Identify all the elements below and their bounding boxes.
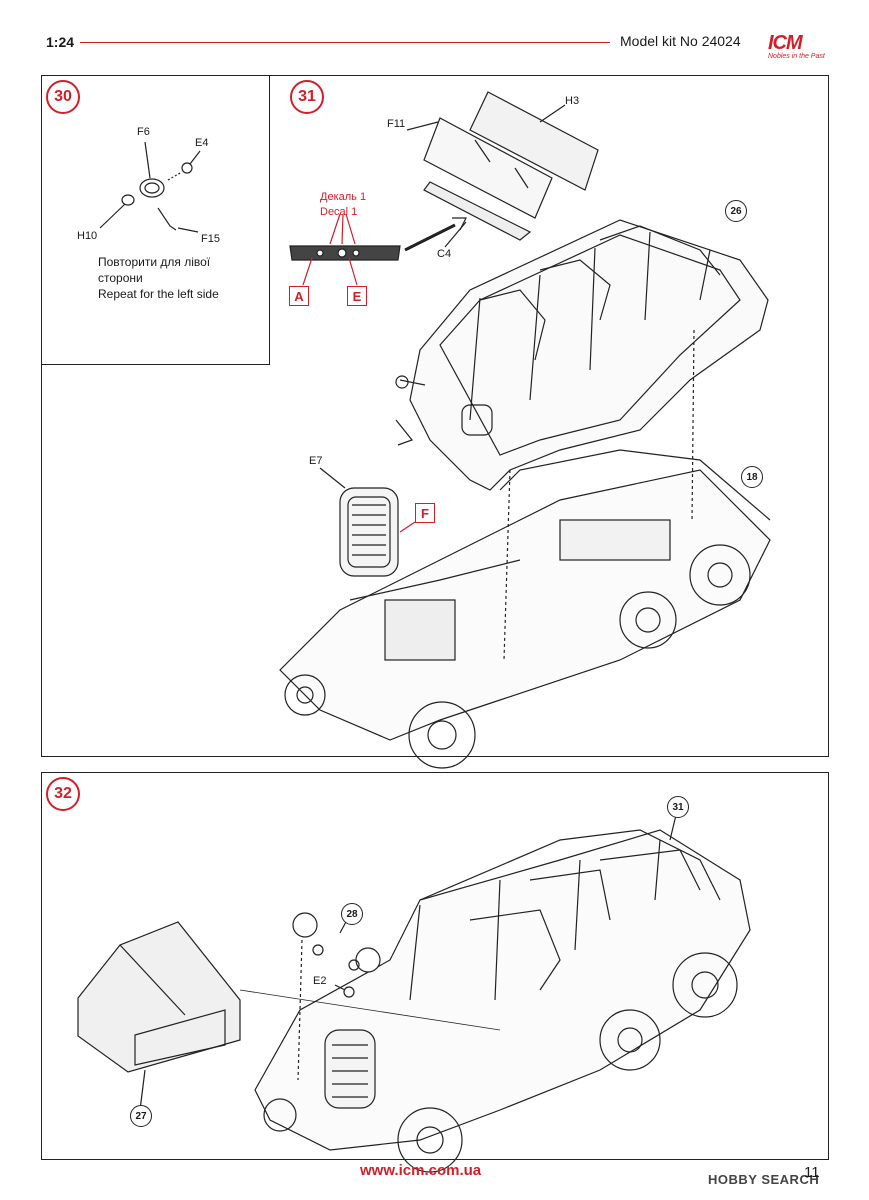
part-label-h3: H3 <box>565 95 580 107</box>
repeat-note-ua: Повторити для лівої сторони <box>98 255 211 285</box>
part-label-f11: F11 <box>387 118 406 130</box>
repeat-note-en: Repeat for the left side <box>98 287 219 301</box>
ref-step-28: 28 <box>341 903 363 925</box>
part-label-c4: C4 <box>437 248 452 260</box>
decal-label-ua: Декаль 1 <box>320 191 367 203</box>
ref-step-27: 27 <box>130 1105 152 1127</box>
step-30-panel <box>41 75 270 365</box>
header-rule <box>80 42 610 43</box>
part-label-h10: H10 <box>77 230 98 242</box>
brand-logo: ICM Nobles in the Past <box>768 32 828 60</box>
decal-label-en: Decal 1 <box>320 206 358 218</box>
step-30-lamp-drawing <box>99 141 201 233</box>
part-label-e7: E7 <box>309 455 323 467</box>
grille-drawing <box>319 467 416 577</box>
part-label-f6: F6 <box>137 126 150 138</box>
repeat-note: Повторити для лівої сторони Repeat for t… <box>98 254 258 302</box>
step-32-badge: 32 <box>46 777 80 811</box>
watermark: HOBBY SEARCH <box>708 1172 820 1187</box>
color-code-e: E <box>347 286 367 306</box>
color-code-a: A <box>289 286 309 306</box>
chassis-drawing <box>279 329 771 769</box>
color-code-f: F <box>415 503 435 523</box>
brand-tagline: Nobles in the Past <box>768 53 825 60</box>
kit-number: Model kit No 24024 <box>620 33 741 49</box>
footer-url[interactable]: www.icm.com.ua <box>360 1162 482 1179</box>
ref-step-26: 26 <box>725 200 747 222</box>
part-label-f15: F15 <box>201 233 220 245</box>
body-tub-drawing <box>395 219 769 491</box>
step-30-badge: 30 <box>46 80 80 114</box>
page-number: 11 <box>804 1164 820 1181</box>
ref-step-31: 31 <box>667 796 689 818</box>
part-label-e4: E4 <box>195 137 209 149</box>
step-31-badge: 31 <box>290 80 324 114</box>
dashboard-drawing <box>289 213 467 286</box>
brand-name: ICM <box>768 32 803 54</box>
part-label-e2: E2 <box>313 975 327 987</box>
scale-label: 1:24 <box>46 34 75 50</box>
step-32-car-drawing <box>77 814 751 1173</box>
step-31-windscreen-drawing <box>406 91 599 248</box>
ref-step-18: 18 <box>741 466 763 488</box>
step-31-panel <box>41 75 829 757</box>
